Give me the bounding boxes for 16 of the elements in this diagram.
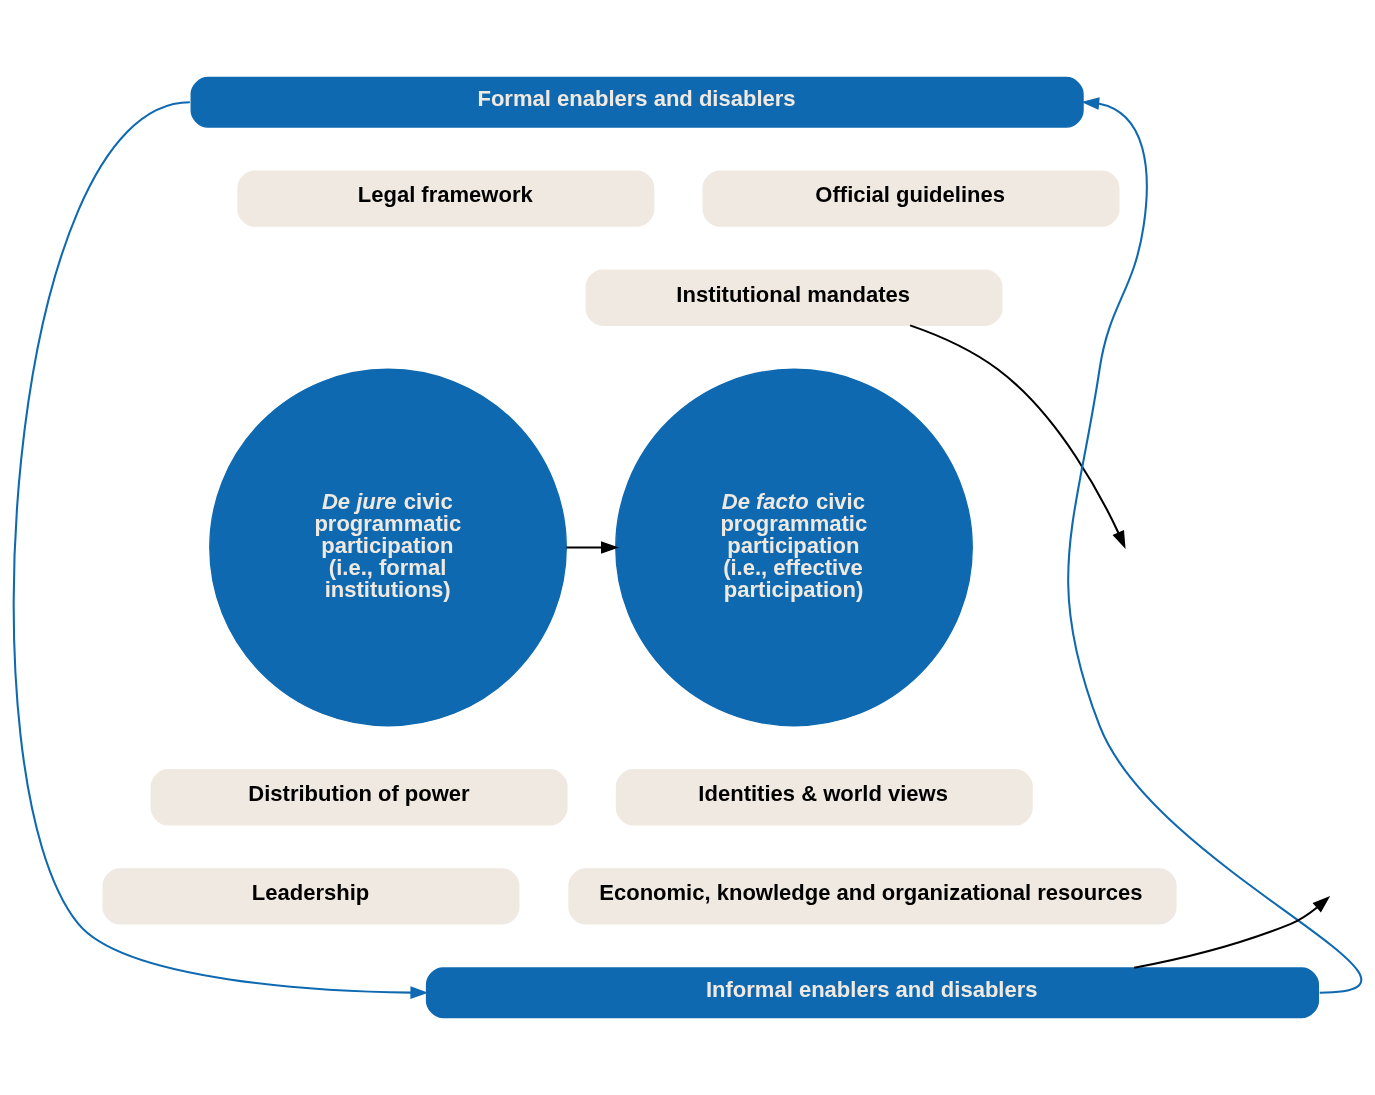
arrow	[1067, 97, 1362, 994]
node-box: Economic, knowledge and organizational resources	[568, 868, 1177, 925]
node-box: Leadership	[102, 868, 520, 925]
node-box: Informal enablers and disablers	[425, 967, 1320, 1019]
node-box: Institutional mandates	[585, 269, 1003, 326]
node-box: Identities & world views	[615, 769, 1033, 826]
node-circle: De jure civic programmatic participation (i.e., formal institutions)	[209, 368, 567, 727]
arrow	[1133, 895, 1331, 969]
node-box: Official guidelines	[702, 170, 1120, 227]
node-box: Legal framework	[237, 170, 655, 227]
node-box: Distribution of power	[150, 769, 568, 826]
arrow	[13, 101, 429, 999]
node-box: Formal enablers and disablers	[190, 76, 1084, 128]
arrow	[909, 324, 1126, 549]
arrow	[566, 541, 619, 554]
node-circle: De facto civic programmatic participation (i.e., effective participation)	[615, 368, 973, 727]
